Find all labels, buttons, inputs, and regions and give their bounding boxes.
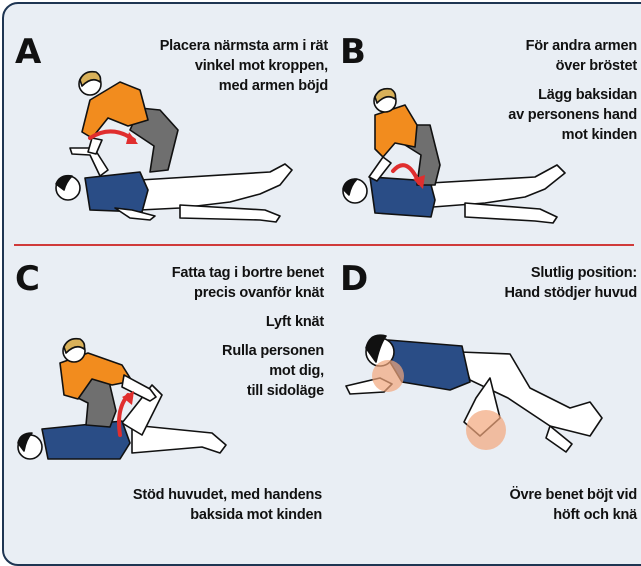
step-a-line-1: Placera närmsta arm i rät [160, 36, 328, 56]
step-a-illustration [30, 60, 320, 230]
step-d-line-1: Slutlig position: [504, 263, 637, 283]
step-d-note-line-2: höft och knä [509, 505, 637, 525]
step-d-note-line-1: Övre benet böjt vid [509, 485, 637, 505]
step-b-line-1: För andra armen [508, 36, 637, 56]
patient-shirt [85, 172, 148, 212]
step-c-line-3: Lyft knät [172, 312, 324, 332]
section-divider [14, 244, 634, 246]
step-c-support-note: Stöd huvudet, med handens baksida mot ki… [133, 485, 322, 525]
step-c-line-2: precis ovanför knät [172, 283, 324, 303]
step-c-note-line-1: Stöd huvudet, med handens [133, 485, 322, 505]
step-b-line-2: över bröstet [508, 56, 637, 76]
patient-legs [430, 165, 565, 207]
step-d-letter: D [340, 262, 368, 296]
step-c-note-line-2: baksida mot kinden [133, 505, 322, 525]
step-d-line-2: Hand stödjer huvud [504, 283, 637, 303]
head-support-highlight [372, 360, 404, 392]
step-b-letter: B [340, 35, 366, 69]
step-c-line-1: Fatta tag i bortre benet [172, 263, 324, 283]
step-b-illustration [335, 85, 575, 235]
step-c-letter: C [15, 262, 40, 296]
step-d-instruction: Slutlig position: Hand stödjer huvud [504, 263, 637, 303]
step-d-leg-note: Övre benet böjt vid höft och knä [509, 485, 637, 525]
step-d-illustration [340, 318, 640, 468]
patient-shirt [42, 421, 130, 459]
patient-legs [132, 425, 226, 453]
knee-highlight [466, 410, 506, 450]
step-c-illustration [12, 335, 242, 475]
